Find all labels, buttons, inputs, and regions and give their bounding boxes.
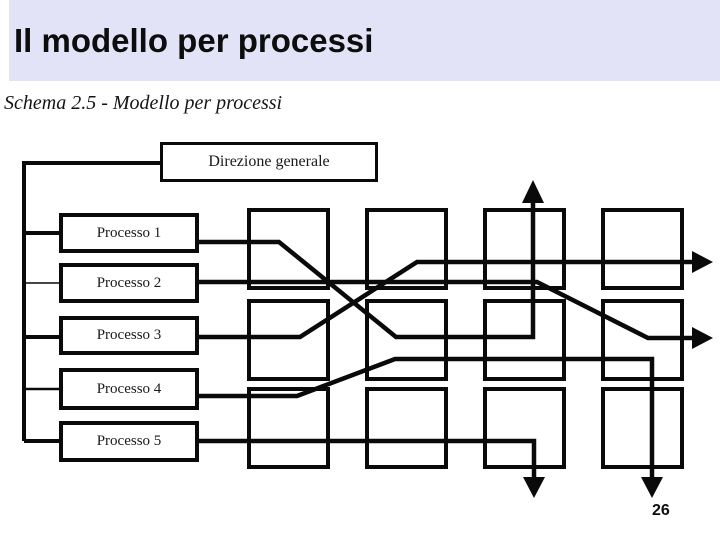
grid-cell xyxy=(483,299,566,381)
grid-cell xyxy=(601,208,684,290)
processo-4-label: Processo 4 xyxy=(96,380,162,397)
figure-caption: Schema 2.5 - Modello per processi xyxy=(4,92,283,114)
processo-3-label: Processo 3 xyxy=(96,327,162,343)
processo-1-box: Processo 1 xyxy=(59,213,199,253)
arrow-down-icon xyxy=(523,477,545,498)
arrow-down-icon xyxy=(641,477,663,498)
processo-5-box: Processo 5 xyxy=(59,421,199,462)
arrow-up-icon xyxy=(522,180,544,203)
processo-3-box: Processo 3 xyxy=(59,316,199,355)
direzione-generale-label: Direzione generale xyxy=(208,153,330,170)
processo-4-box: Processo 4 xyxy=(59,368,199,410)
arrow-right-icon xyxy=(692,327,713,349)
processo-5-label: Processo 5 xyxy=(96,433,162,449)
grid-cell xyxy=(247,299,330,381)
hierarchy-trunk-line xyxy=(22,161,160,441)
processo-2-label: Processo 2 xyxy=(96,274,162,291)
flow-route-processo-5 xyxy=(199,438,537,479)
arrow-right-icon xyxy=(692,251,713,273)
grid-cell xyxy=(483,208,566,290)
direzione-generale-box: Direzione generale xyxy=(160,142,378,182)
processo-1-label: Processo 1 xyxy=(96,224,162,241)
flow-route-processo-4 xyxy=(199,356,655,479)
grid-cell xyxy=(365,387,448,469)
slide-header-band: Il modello per processi xyxy=(9,0,720,81)
flow-route-processo-3 xyxy=(199,259,694,340)
page-number: 26 xyxy=(652,502,670,519)
processo-2-box: Processo 2 xyxy=(59,263,199,303)
grid-cell xyxy=(483,387,566,469)
grid-cell xyxy=(365,208,448,290)
slide-title: Il modello per processi xyxy=(14,21,374,59)
flow-route-processo-1 xyxy=(199,200,536,340)
grid-cell xyxy=(601,299,684,381)
flow-route-processo-2 xyxy=(199,279,694,341)
grid-cell xyxy=(247,387,330,469)
grid-cell xyxy=(601,387,684,469)
